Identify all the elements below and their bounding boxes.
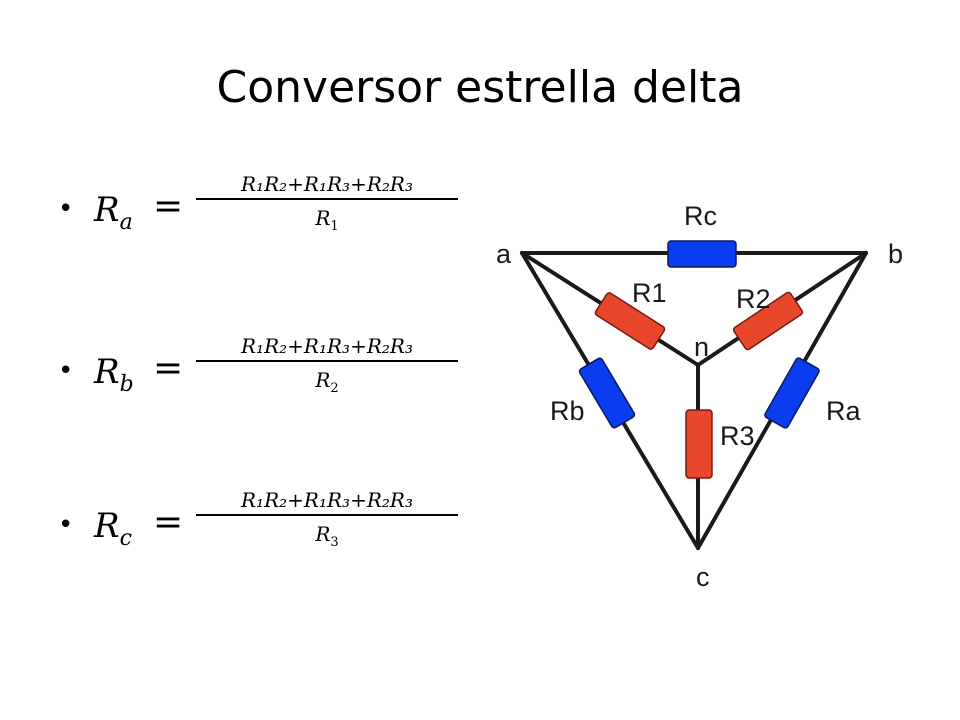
fraction-bar [196, 198, 458, 200]
formula-lhs: Ra [94, 190, 133, 235]
denominator: R2 [315, 368, 339, 396]
resistor-label-rb: Rb [550, 396, 585, 426]
bullet: • [58, 510, 74, 540]
resistor-rb [578, 357, 636, 429]
resistor-ra [764, 357, 820, 429]
bullet: • [58, 194, 74, 224]
resistor-r2 [732, 291, 804, 351]
resistor-label-r3: R3 [720, 421, 755, 451]
numerator: R₁R₂+R₁R₃+R₂R₃ [241, 172, 413, 196]
fraction-bar [196, 514, 458, 516]
resistor-label-r1: R1 [632, 278, 667, 308]
resistor-label-rc: Rc [684, 201, 717, 231]
diagram-labels: a b c n Rc R1 R2 Rb Ra R3 [496, 201, 903, 592]
resistor-rc [667, 240, 737, 268]
formula-lhs: Rb [94, 352, 134, 397]
fraction-bar [196, 360, 458, 362]
star-resistors [594, 291, 804, 479]
resistor-r3 [685, 409, 713, 479]
node-label-a: a [496, 239, 512, 269]
equals-sign: = [153, 186, 184, 227]
denominator: R1 [315, 206, 339, 234]
resistor-label-ra: Ra [826, 396, 861, 426]
numerator: R₁R₂+R₁R₃+R₂R₃ [241, 334, 413, 358]
slide-title: Conversor estrella delta [216, 62, 744, 113]
fraction: R₁R₂+R₁R₃+R₂R₃ R2 [196, 334, 458, 396]
delta-resistors [578, 240, 820, 429]
formula-lhs: Rc [94, 506, 132, 551]
fraction: R₁R₂+R₁R₃+R₂R₃ R1 [196, 172, 458, 234]
numerator: R₁R₂+R₁R₃+R₂R₃ [241, 488, 413, 512]
denominator: R3 [315, 522, 339, 550]
equals-sign: = [153, 348, 184, 389]
node-label-b: b [888, 239, 903, 269]
node-label-n: n [694, 332, 709, 362]
resistor-r1 [594, 292, 666, 350]
node-label-c: c [696, 562, 710, 592]
bullet: • [58, 356, 74, 386]
fraction: R₁R₂+R₁R₃+R₂R₃ R3 [196, 488, 458, 550]
resistor-label-r2: R2 [736, 284, 771, 314]
equals-sign: = [153, 502, 184, 543]
